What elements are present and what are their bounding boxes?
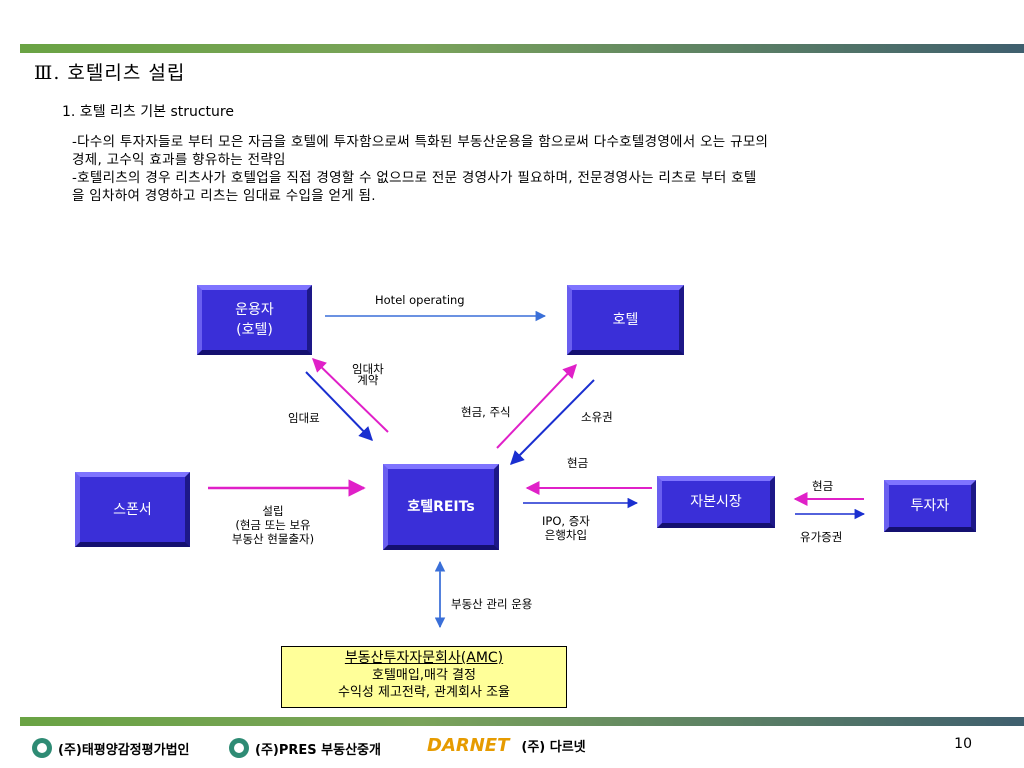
amc-box: 부동산투자자문회사(AMC) 호텔매입,매각 결정 수익성 제고전략, 관계회사… [281,646,567,708]
rent-label: 임대료 [288,411,320,425]
sponsor-box: 스폰서 [75,472,190,547]
investor-cash-label: 현금 [812,479,834,493]
amc-line: 호텔매입,매각 결정 [372,668,476,683]
footer-company-2: (주)PRES 부동산중개 [229,738,381,758]
company-name: (주)태평양감정평가법인 [58,742,190,758]
description-paragraph: -다수의 투자자들로 부터 모은 자금을 호텔에 투자함으로써 특화된 부동산운… [72,133,1012,205]
cash-stock-label: 현금, 주식 [461,405,511,419]
section-title: Ⅲ. 호텔리츠 설립 [34,62,186,84]
rent-arrow [305,371,373,442]
ownership-label: 소유권 [581,410,613,424]
paragraph-line: -호텔리츠의 경우 리츠사가 호텔업을 직접 경영할 수 없으므로 전문 경영사… [72,170,757,186]
ipo-label: IPO, 증자 은행차입 [542,514,590,542]
lease-contract-label: 임대차 계약 [352,362,384,387]
ownership-arrow [510,379,595,465]
company-logo-icon [32,738,52,758]
darnet-logo: DARNET [427,735,510,756]
page-number: 10 [954,736,972,752]
hotel-box: 호텔 [567,285,684,355]
lease-arrow [311,358,389,433]
header-bar [20,44,1024,53]
property-mgmt-label: 부동산 관리 운용 [451,597,533,611]
paragraph-line: -다수의 투자자들로 부터 모은 자금을 호텔에 투자함으로써 특화된 부동산운… [72,134,769,150]
footer-bar [20,717,1024,726]
capital-market-box: 자본시장 [657,476,775,528]
subtitle: 1. 호텔 리츠 기본 structure [62,104,234,120]
company-name: (주)PRES 부동산중개 [255,742,381,758]
amc-line: 수익성 제고전략, 관계회사 조율 [337,685,510,700]
establish-label: 설립 (현금 또는 보유 부동산 현물출자) [231,504,315,546]
amc-title: 부동산투자자문회사(AMC) [344,650,504,666]
paragraph-line: 경제, 고수익 효과를 향유하는 전략임 [72,152,286,168]
operator-box: 운용자 (호텔) [197,285,312,355]
company-name: (주) 다르넷 [521,740,586,755]
cash-stock-arrow [496,363,577,449]
footer-company-1: (주)태평양감정평가법인 [32,738,189,758]
investor-box: 투자자 [884,480,976,532]
paragraph-line: 을 임차하여 경영하고 리츠는 임대료 수입을 얻게 됨. [72,188,376,204]
hotel-operating-label: Hotel operating [375,293,465,307]
footer-company-3: DARNET (주) 다르넷 [427,735,586,756]
securities-label: 유가증권 [800,530,843,544]
company-logo-icon [229,738,249,758]
reits-box: 호텔REITs [383,464,499,550]
market-cash-label: 현금 [567,456,589,470]
